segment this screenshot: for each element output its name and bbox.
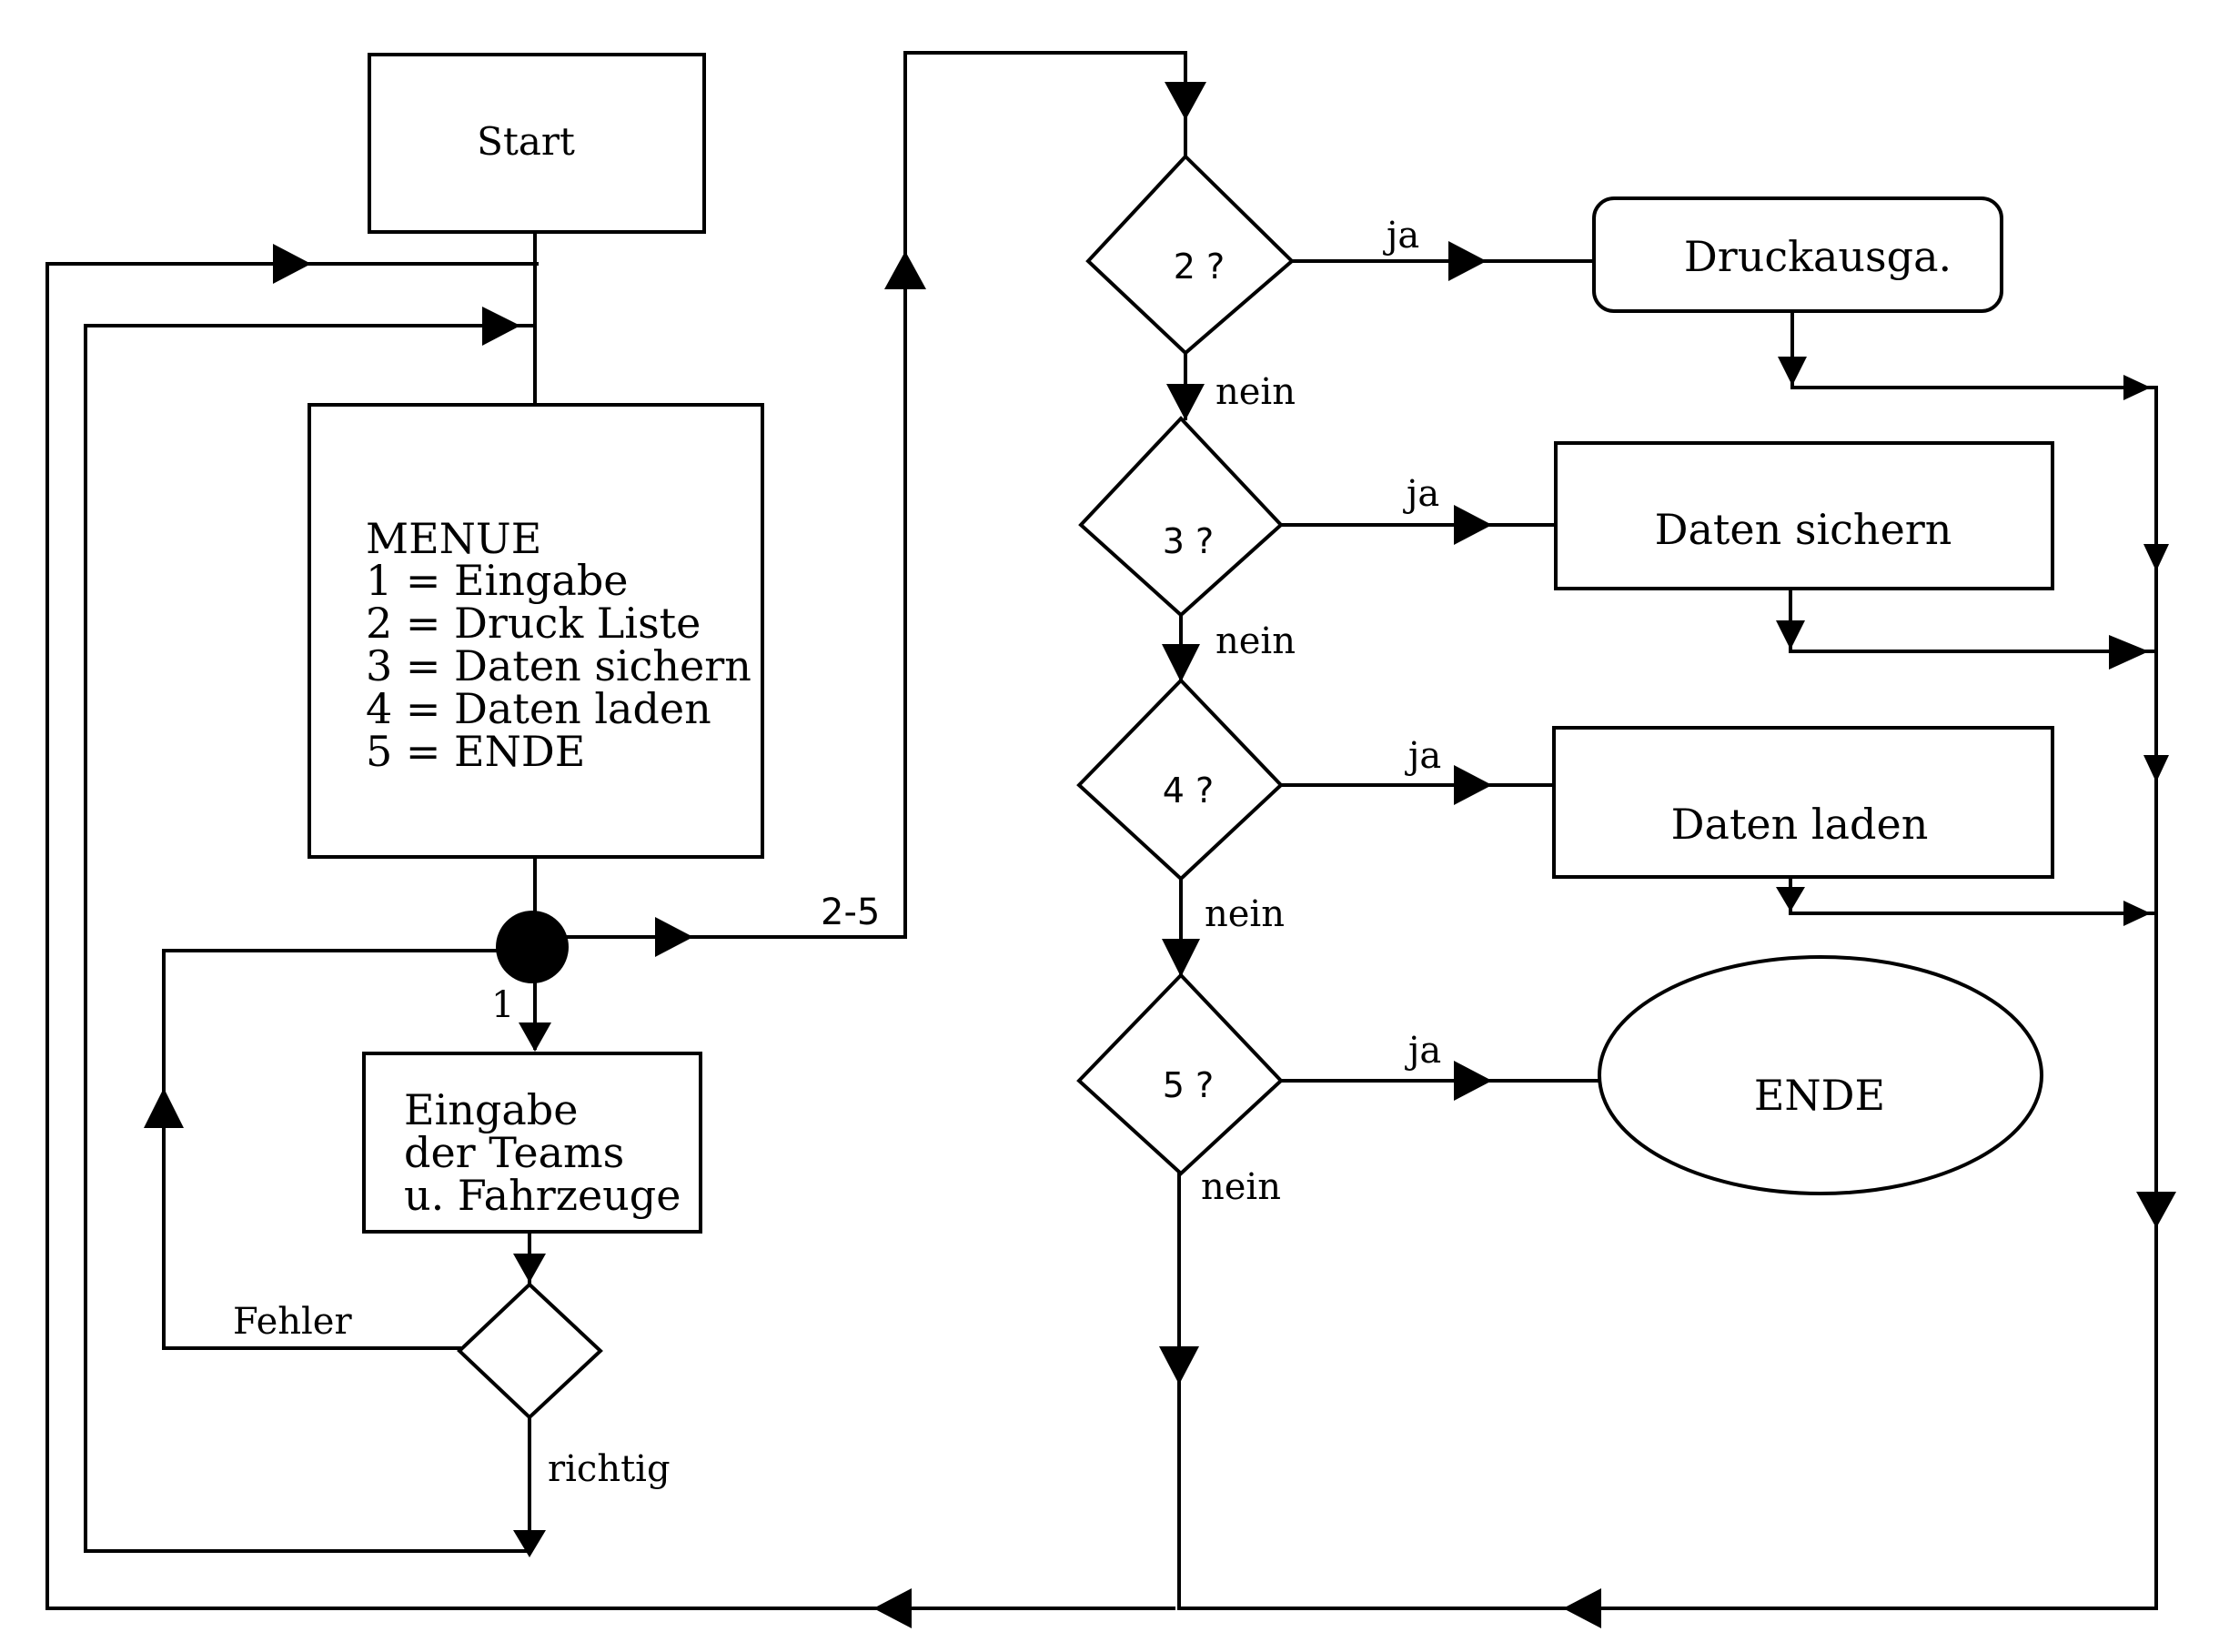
print-label: Druckausga. (1684, 232, 1952, 281)
shapes (308, 53, 2054, 1420)
arrow-d5-down (1159, 1346, 1199, 1385)
end-ellipse (1598, 955, 2043, 1195)
print-return-line (1790, 312, 2158, 389)
arrow-print-right (2123, 375, 2151, 400)
print-box (1592, 196, 2003, 313)
menu-junction-dot (496, 911, 569, 983)
arrow-down-input (519, 1022, 551, 1052)
save-label: Daten sichern (1655, 505, 1952, 554)
arrow-d2-yes (1448, 241, 1487, 281)
input-label-line-2: der Teams (404, 1128, 624, 1177)
decision-2 (1085, 154, 1295, 356)
arrow-bottom-left-1 (1563, 1588, 1601, 1628)
d4-yes-label: ja (1405, 735, 1441, 777)
d2-yes-label: ja (1383, 215, 1419, 257)
arrow-collector-down-1 (2143, 544, 2169, 571)
arrow-right-inner (482, 307, 520, 346)
arrowheads (144, 82, 2176, 1628)
load-return-line (1789, 876, 2158, 915)
arrow-right-branch (655, 917, 693, 957)
arrow-load-right (2123, 901, 2151, 926)
branch-one-label: 1 (491, 984, 514, 1026)
decision-2-label: 2 ? (1174, 247, 1225, 287)
arrow-collector-down-3 (2136, 1192, 2176, 1228)
save-return-line (1789, 589, 2158, 653)
arrow-collector-down-2 (2143, 755, 2169, 782)
arrow-down-correct (513, 1530, 546, 1557)
load-label: Daten laden (1671, 800, 1929, 849)
decision-3 (1078, 416, 1284, 618)
arrow-load-down (1776, 887, 1805, 912)
arrow-d2-no (1166, 384, 1205, 420)
menu-box (308, 403, 764, 859)
right-collector-line (1177, 386, 2158, 1610)
menu-option-3: 3 = Daten sichern (366, 641, 751, 690)
arrow-save-down (1776, 620, 1805, 650)
d3-no-label: nein (1215, 620, 1296, 662)
menu-option-1: 1 = Eingabe (366, 556, 629, 605)
arrow-d5-yes (1454, 1061, 1492, 1101)
error-label: Fehler (233, 1301, 352, 1343)
d4-no-label: nein (1205, 893, 1285, 935)
inner-return-line (84, 324, 537, 1553)
d5-yes-label: ja (1405, 1030, 1441, 1072)
input-label-line-3: u. Fahrzeuge (404, 1171, 681, 1220)
menu-option-4: 4 = Daten laden (366, 684, 711, 733)
check-diamond (457, 1282, 603, 1420)
arrow-bottom-left-2 (873, 1588, 912, 1628)
branch-range-label: 2-5 (821, 891, 880, 933)
arrow-d4-no (1162, 939, 1200, 977)
d2-no-label: nein (1215, 371, 1296, 413)
arrow-print-down (1778, 357, 1807, 386)
decision-3-label: 3 ? (1163, 521, 1214, 561)
correct-label: richtig (548, 1448, 671, 1490)
arrow-save-right (2109, 635, 2149, 670)
arrow-d4-yes (1454, 765, 1492, 805)
input-label-line-1: Eingabe (404, 1085, 578, 1134)
arrow-up-branch (884, 251, 926, 289)
end-label: ENDE (1754, 1071, 1885, 1120)
save-box (1554, 441, 2054, 590)
decision-4-label: 4 ? (1163, 771, 1214, 811)
arrow-right-outer (273, 244, 311, 284)
d5-no-label: nein (1201, 1166, 1281, 1208)
start-label: Start (477, 119, 575, 164)
decision-4 (1076, 678, 1284, 881)
input-box (362, 1052, 702, 1234)
connectors (45, 51, 2158, 1610)
decision-5-label: 5 ? (1163, 1065, 1214, 1105)
menu-option-5: 5 = ENDE (366, 727, 585, 776)
arrow-down-check (513, 1254, 546, 1283)
arrow-d3-yes (1454, 505, 1492, 545)
arrow-up-error (144, 1088, 184, 1128)
texts: Start MENUE 1 = Eingabe 2 = Druck Liste … (233, 119, 1952, 1490)
arrow-down-to-d2 (1165, 82, 1206, 120)
d3-yes-label: ja (1403, 473, 1439, 515)
error-return-line (162, 949, 537, 1350)
menu-title: MENUE (366, 514, 541, 563)
menu-option-2: 2 = Druck Liste (366, 599, 701, 648)
arrow-d3-no (1162, 644, 1200, 682)
load-box (1552, 726, 2054, 879)
start-box (368, 53, 706, 234)
decision-5 (1076, 972, 1284, 1176)
